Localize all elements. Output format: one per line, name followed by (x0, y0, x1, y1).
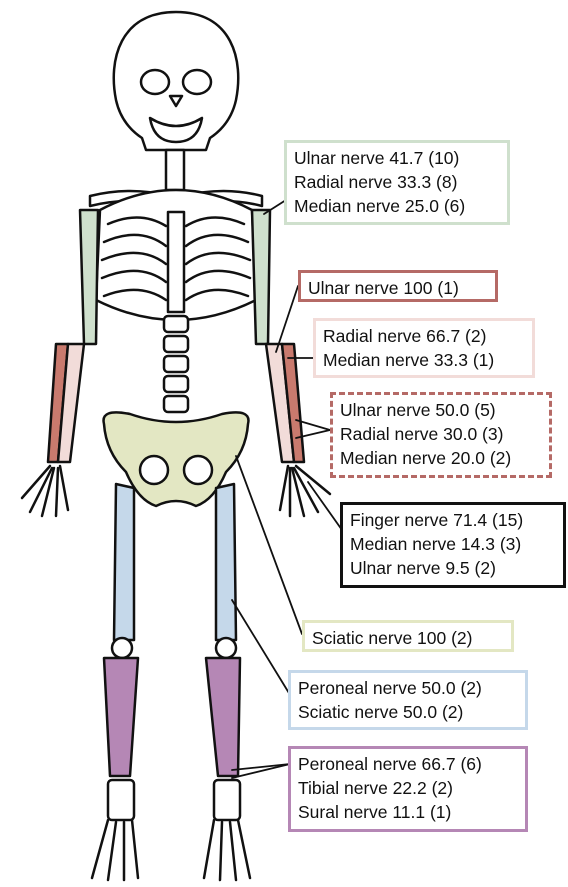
left-hand (22, 466, 68, 516)
label-femur-line-1: Peroneal nerve 50.0 (2) (298, 676, 519, 700)
label-hand: Finger nerve 71.4 (15) Median nerve 14.3… (340, 502, 566, 588)
label-tibia-line-1: Peroneal nerve 66.7 (6) (298, 752, 519, 776)
label-forearm-radius: Radial nerve 66.7 (2) Median nerve 33.3 … (313, 318, 535, 378)
label-femur-line-2: Sciatic nerve 50.0 (2) (298, 700, 519, 724)
skull (114, 12, 238, 150)
label-pelvis-line-1: Sciatic nerve 100 (2) (312, 626, 505, 650)
label-pelvis: Sciatic nerve 100 (2) (302, 620, 514, 652)
label-tibia-line-3: Sural nerve 11.1 (1) (298, 800, 519, 824)
label-forearm-ulna-line-1: Ulnar nerve 100 (1) (308, 276, 489, 300)
label-upper-arm-line-1: Ulnar nerve 41.7 (10) (294, 146, 501, 170)
label-tibia: Peroneal nerve 66.7 (6) Tibial nerve 22.… (288, 746, 528, 832)
label-hand-line-1: Finger nerve 71.4 (15) (350, 508, 557, 532)
right-femur (216, 484, 236, 640)
label-forearm-both-line-3: Median nerve 20.0 (2) (340, 446, 543, 470)
right-patella (216, 638, 236, 658)
label-forearm-ulna: Ulnar nerve 100 (1) (298, 270, 498, 302)
label-upper-arm-line-3: Median nerve 25.0 (6) (294, 194, 501, 218)
right-forearm (266, 344, 304, 462)
right-humerus (252, 210, 270, 344)
label-hand-line-3: Ulnar nerve 9.5 (2) (350, 556, 557, 580)
right-foot (204, 780, 250, 880)
left-foot (92, 780, 138, 880)
label-forearm-radius-line-2: Median nerve 33.3 (1) (323, 348, 526, 372)
label-tibia-line-2: Tibial nerve 22.2 (2) (298, 776, 519, 800)
cervical-spine (166, 150, 184, 190)
left-femur (114, 484, 134, 640)
label-hand-line-2: Median nerve 14.3 (3) (350, 532, 557, 556)
left-humerus (80, 210, 98, 344)
label-upper-arm-line-2: Radial nerve 33.3 (8) (294, 170, 501, 194)
label-femur: Peroneal nerve 50.0 (2) Sciatic nerve 50… (288, 670, 528, 730)
right-tibia (206, 658, 240, 776)
label-forearm-both: Ulnar nerve 50.0 (5) Radial nerve 30.0 (… (330, 392, 552, 478)
left-tibia (104, 658, 138, 776)
ribcage (96, 190, 256, 320)
label-forearm-both-line-1: Ulnar nerve 50.0 (5) (340, 398, 543, 422)
label-forearm-both-line-2: Radial nerve 30.0 (3) (340, 422, 543, 446)
right-hand (280, 466, 330, 516)
label-upper-arm: Ulnar nerve 41.7 (10) Radial nerve 33.3 … (284, 140, 510, 225)
label-forearm-radius-line-1: Radial nerve 66.7 (2) (323, 324, 526, 348)
lumbar-spine (164, 316, 188, 412)
left-forearm (48, 344, 84, 462)
left-patella (112, 638, 132, 658)
